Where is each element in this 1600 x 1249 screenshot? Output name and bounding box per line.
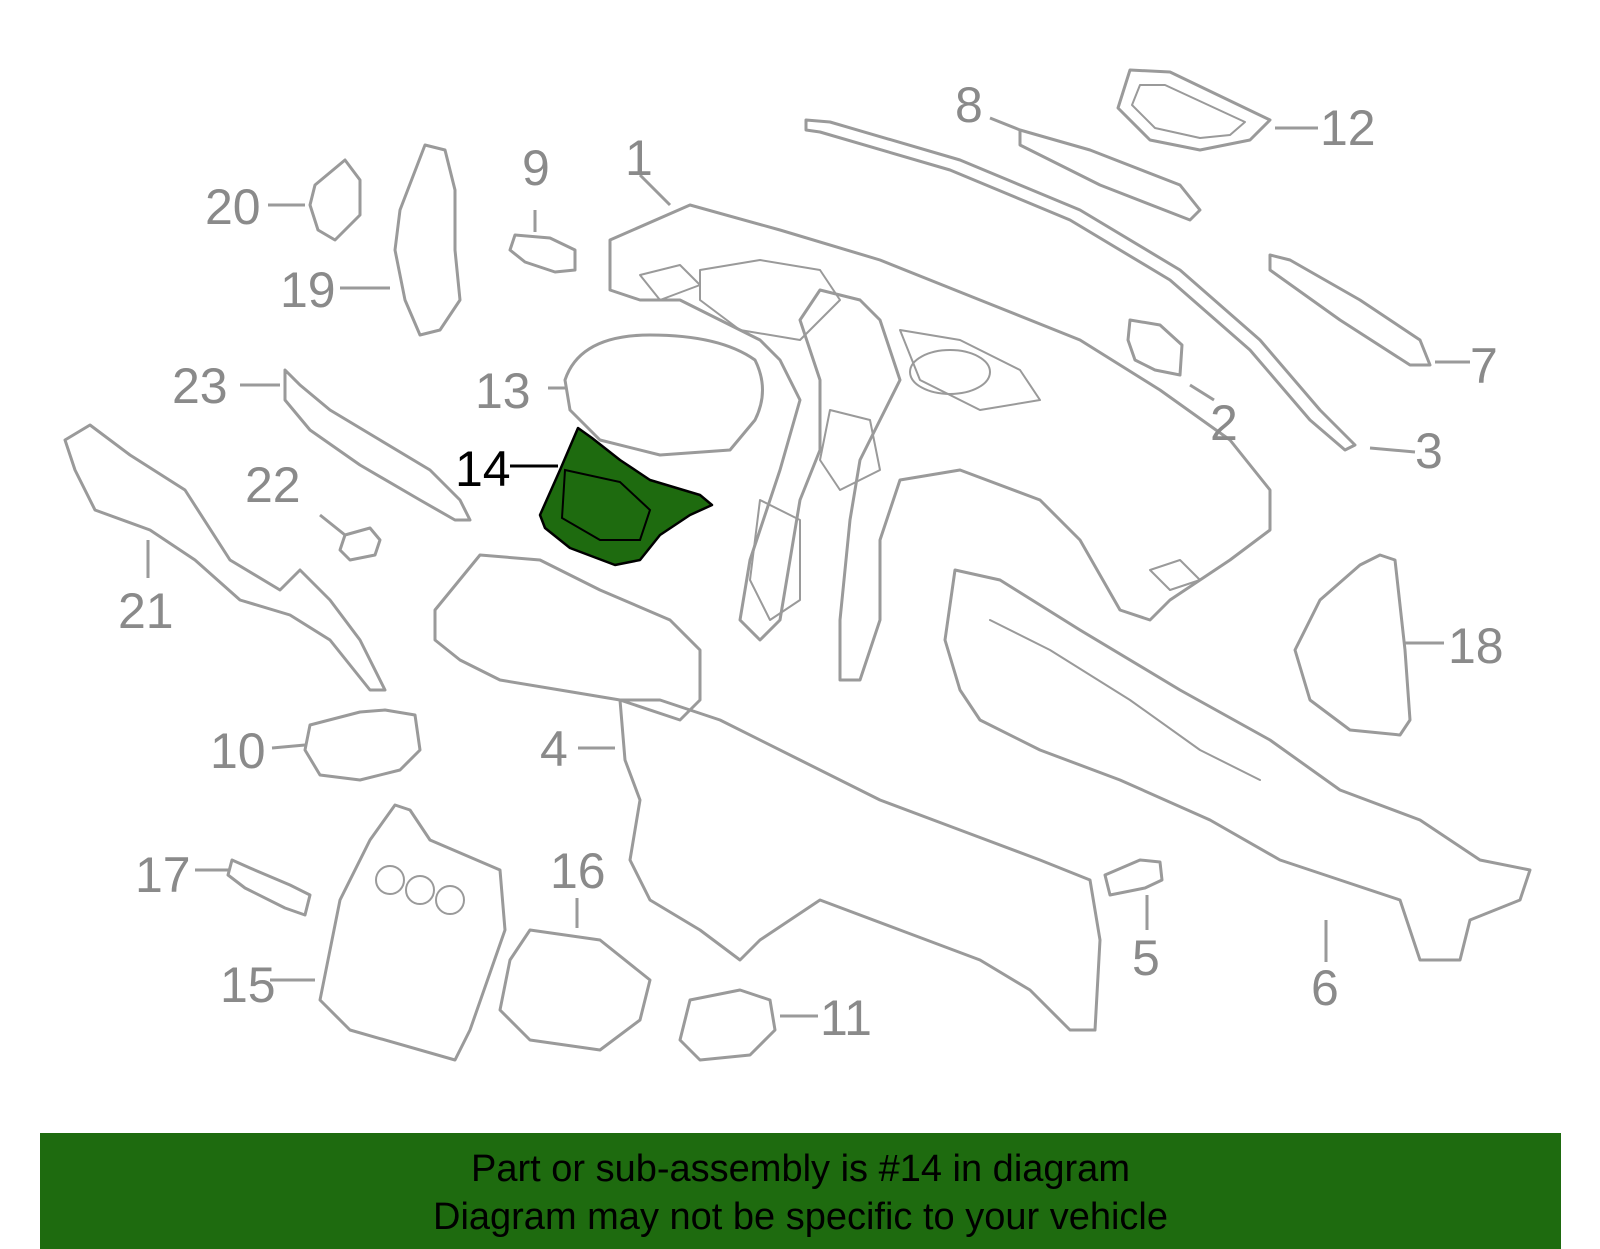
callout-arrows: [146, 116, 1470, 1018]
info-banner: Part or sub-assembly is #14 in diagram D…: [40, 1133, 1561, 1249]
part-21-lower-panel: [63, 423, 387, 692]
part-4-upper-bracket: [433, 553, 702, 722]
callout-numbers: 1 2 3 4 5 6 7 8 9 10 11 12 13 14 15 16 1…: [118, 77, 1504, 1046]
part-17-trim: [226, 858, 312, 917]
part-20-bracket: [308, 158, 362, 242]
part-15-center-panel: [318, 803, 507, 1062]
callout-9: 9: [522, 140, 550, 196]
callout-3: 3: [1415, 423, 1443, 479]
part-4-carrier: [618, 698, 1102, 1032]
callout-10: 10: [210, 723, 266, 779]
callout-4: 4: [540, 721, 568, 777]
part-2-bracket: [1126, 318, 1184, 377]
part-6-cross-bar: [943, 568, 1532, 962]
callout-2: 2: [1210, 395, 1238, 451]
part-22-clip: [338, 526, 382, 562]
part-16-module: [498, 928, 652, 1052]
callout-5: 5: [1132, 930, 1160, 986]
part-12-cover-frame: [1116, 68, 1272, 152]
part-1-dashboard-panel: [608, 203, 1272, 682]
callout-17: 17: [135, 847, 191, 903]
callout-1: 1: [625, 130, 653, 186]
callout-14: 14: [455, 441, 511, 497]
part-3-defroster-strip: [804, 118, 1357, 452]
part-7-grille-strip: [1268, 253, 1432, 367]
callout-15: 15: [220, 957, 276, 1013]
banner-line-1: Part or sub-assembly is #14 in diagram: [471, 1148, 1130, 1190]
banner-line-2: Diagram may not be specific to your vehi…: [433, 1196, 1168, 1238]
part-11-vent: [678, 988, 777, 1062]
callout-21: 21: [118, 583, 174, 639]
part-5-bolt: [1103, 858, 1164, 897]
parts-diagram: 1 2 3 4 5 6 7 8 9 10 11 12 13 14 15 16 1…: [63, 68, 1532, 1062]
part-10-vent: [303, 708, 422, 782]
callout-7: 7: [1470, 338, 1498, 394]
part-8-defroster-grille: [1018, 128, 1202, 222]
callout-8: 8: [955, 77, 983, 133]
part-23-trim-strip: [283, 368, 472, 522]
callout-20: 20: [205, 179, 261, 235]
callout-13: 13: [475, 363, 531, 419]
callout-19: 19: [280, 262, 336, 318]
callout-22: 22: [245, 457, 301, 513]
callout-16: 16: [550, 843, 606, 899]
callout-11: 11: [820, 990, 872, 1046]
part-18-side-cover: [1293, 553, 1412, 737]
callout-23: 23: [172, 358, 228, 414]
part-19-side-panel: [393, 143, 462, 337]
part-14-bezel-highlighted: [538, 426, 714, 567]
callout-6: 6: [1311, 960, 1339, 1016]
callout-18: 18: [1448, 618, 1504, 674]
callout-12: 12: [1320, 100, 1376, 156]
part-9-vent: [508, 233, 577, 274]
part-13-cover: [563, 333, 764, 457]
